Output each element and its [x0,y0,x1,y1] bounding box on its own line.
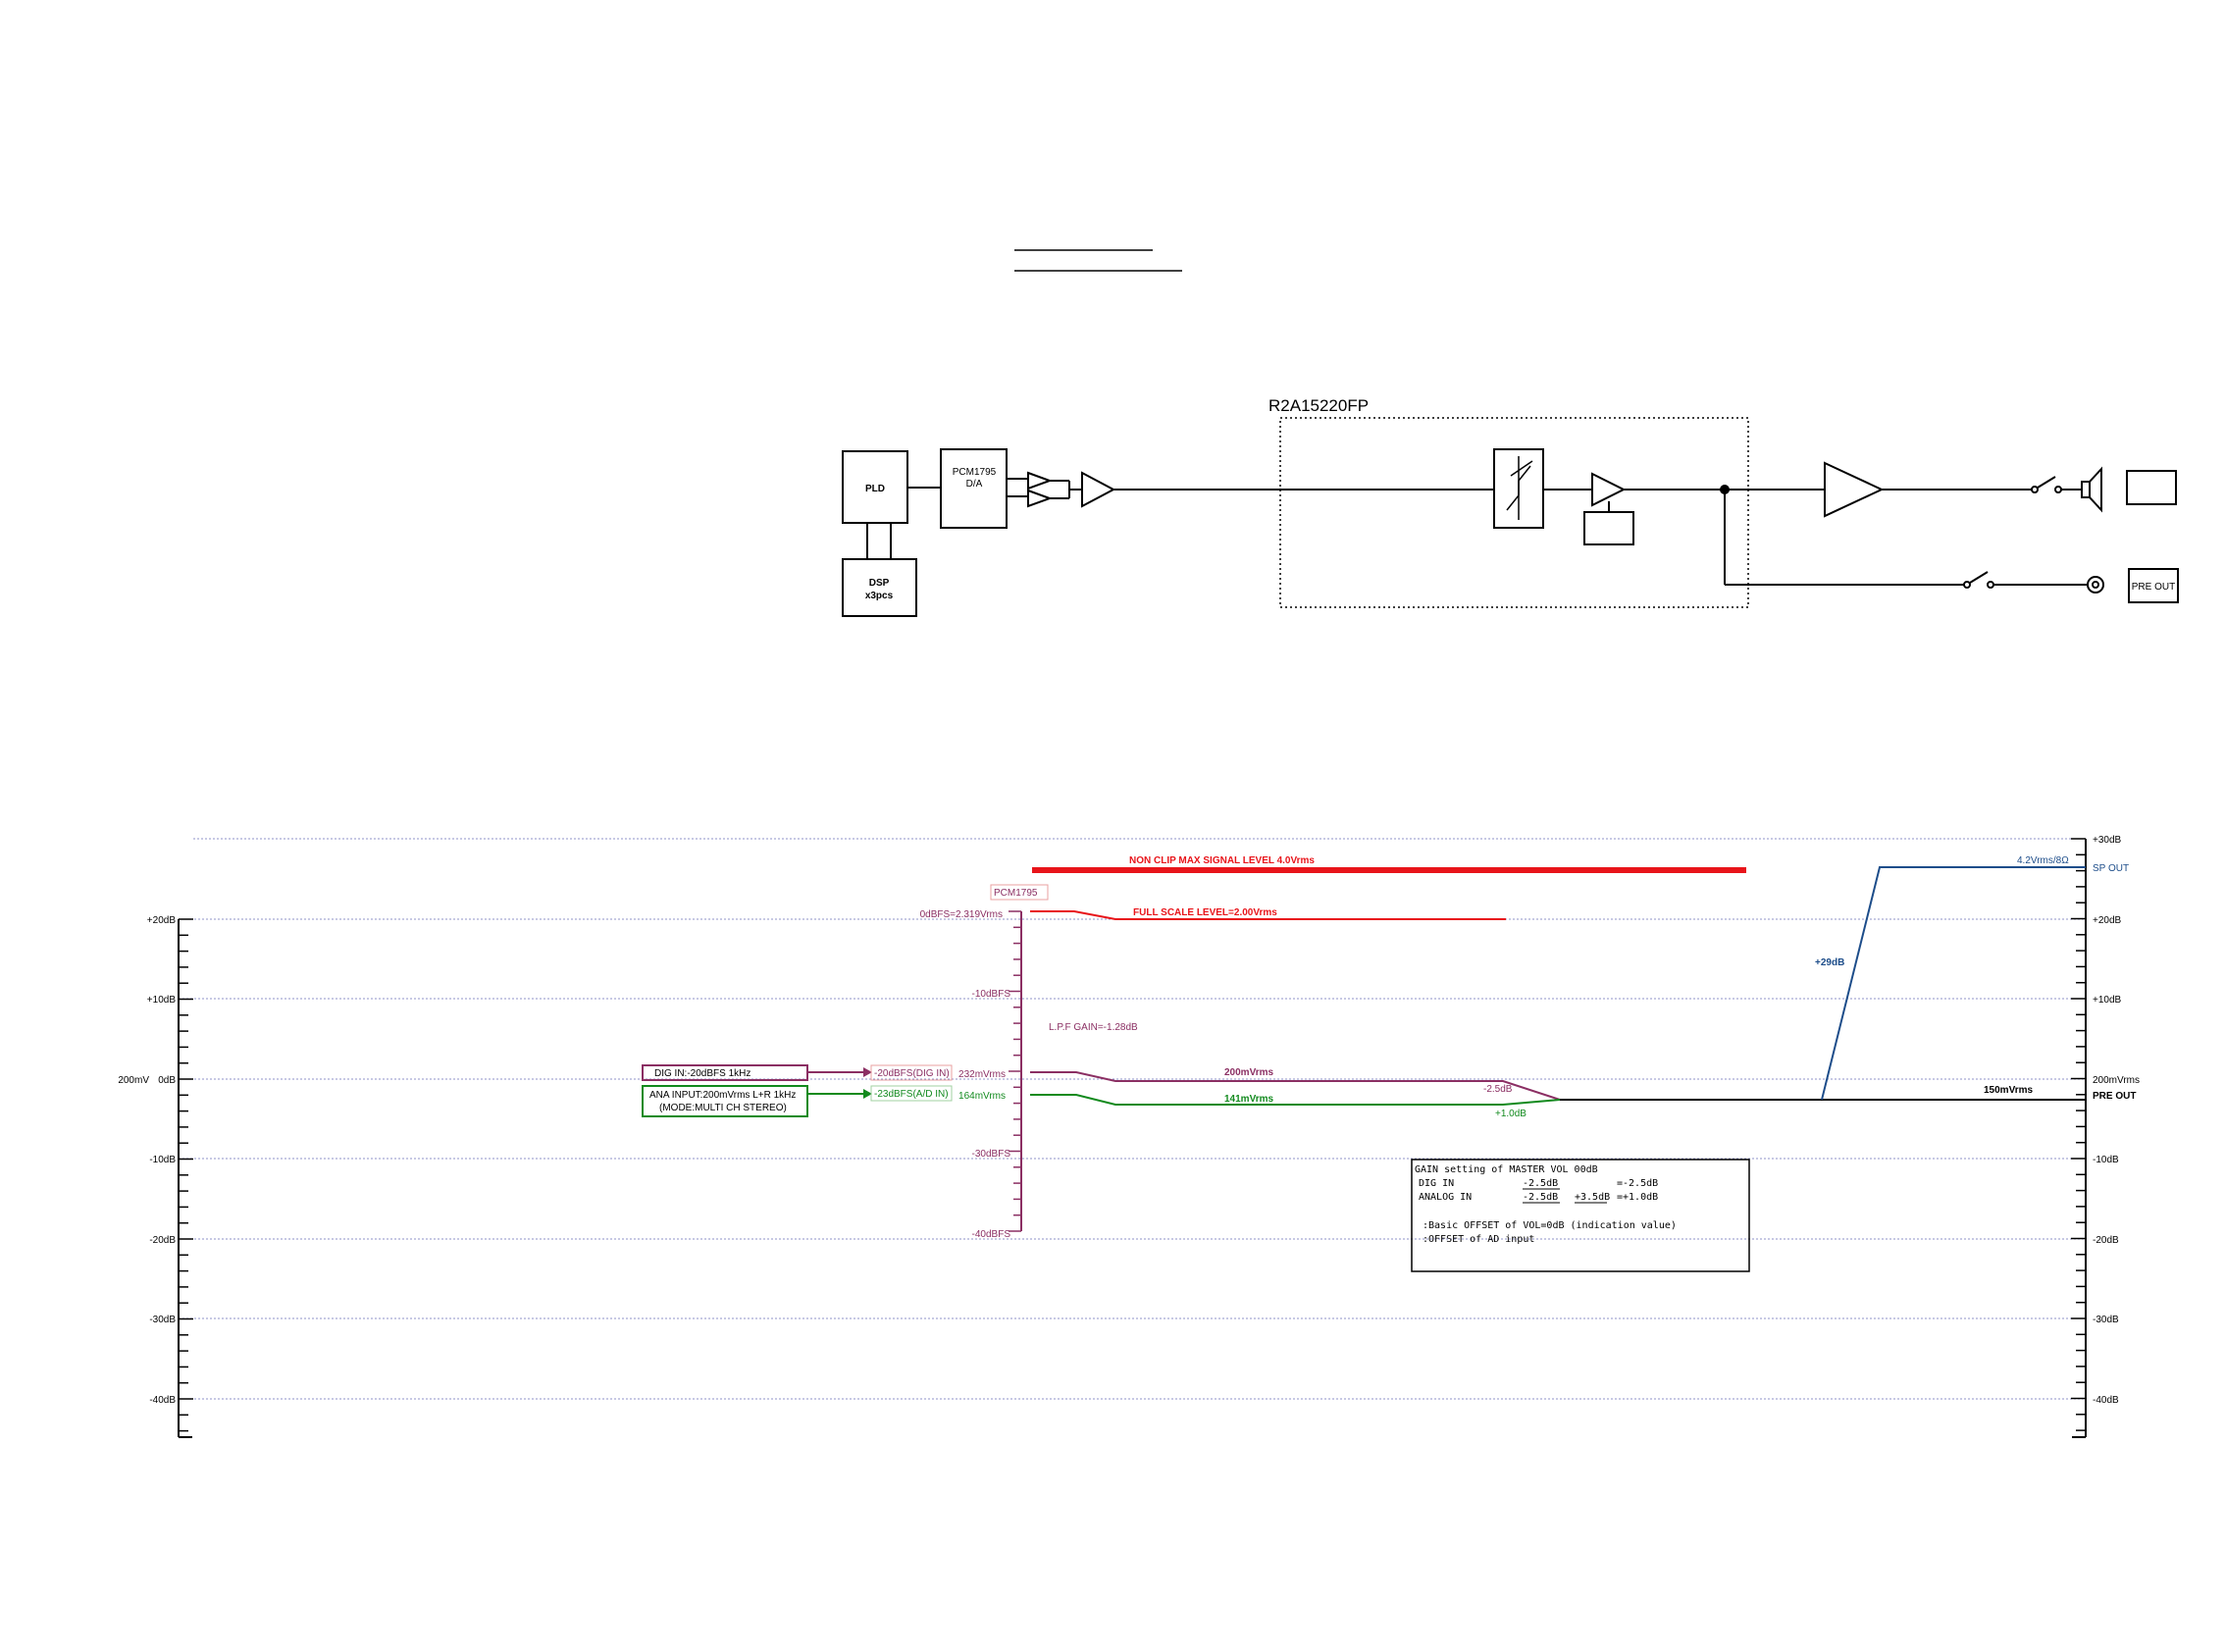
right-axis [2071,838,2087,1438]
diff-buffer-icon-2 [1027,489,1053,508]
minus25-label: -2.5dB [1483,1084,1513,1095]
gain-box-dig-label: DIG IN [1419,1178,1454,1189]
right-preout-label: PRE OUT [2093,1091,2136,1102]
left-ref-label: 200mV [118,1075,149,1086]
gridlines [179,838,2085,1400]
gain-box-ana-v2: +3.5dB [1575,1192,1610,1203]
left-tick: +20dB [147,915,177,926]
ana-in-tag-box [870,1085,953,1102]
ic-box [1279,417,1749,608]
gain-setting-box: GAIN setting of MASTER VOL 00dB DIG IN -… [1411,1159,1750,1272]
right-tick: -40dB [2093,1395,2119,1406]
right-ref-label: 200mVrms [2093,1075,2140,1086]
right-tick-labels: +30dB +20dB +10dB -10dB -20dB -30dB -40d… [2093,835,2140,1406]
sp-out-box [2126,470,2177,505]
v42-label: 4.2Vrms/8Ω [2017,855,2069,866]
gain-box-note-2: :OFFSET of AD input [1423,1234,1534,1245]
gain-box-ana-res: =+1.0dB [1617,1192,1658,1203]
ana-in-tag: -23dBFS(A/D IN) [874,1089,949,1100]
gain-box-ana-v1: -2.5dB [1523,1192,1558,1203]
ana-arrow-icon [863,1089,872,1099]
pre-switch-icon [1969,571,1989,584]
lpf-amp-icon [1081,471,1116,508]
spout-trace [1821,866,2086,1101]
pcm-label-1: PCM1795 [953,467,997,478]
power-amp-icon [1824,461,1885,518]
pcm-tick: -30dBFS [972,1149,1011,1160]
signal-traces [1030,866,2086,1106]
left-tick: 0dB [158,1075,176,1086]
lpf-gain-label: L.P.F GAIN=-1.28dB [1049,1022,1138,1033]
non-clip-label: NON CLIP MAX SIGNAL LEVEL 4.0Vrms [1129,855,1315,866]
gain-box-frame [1411,1159,1750,1272]
left-tick: +10dB [147,995,177,1006]
pld-label: PLD [865,484,885,494]
ana-in-text-1: ANA INPUT:200mVrms L+R 1kHz [649,1090,796,1101]
pcm-scale-labels: PCM1795 0dBFS=2.319Vrms -10dBFS -30dBFS … [920,884,1049,1240]
dig-in-tag: -20dBFS(DIG IN) [874,1068,950,1079]
dsp-label-2: x3pcs [865,591,894,601]
pcm-164-label: 164mVrms [958,1091,1006,1102]
ic-name: R2A15220FP [1268,396,1369,415]
right-tick: -20dB [2093,1235,2119,1246]
right-tick: +30dB [2093,835,2122,846]
right-tick: -10dB [2093,1155,2119,1165]
ana-in-box [642,1085,808,1117]
left-axis [178,918,193,1438]
diff-buffer-icon [1027,471,1053,490]
full-scale-trace [1030,910,1506,920]
left-tick: -20dB [149,1235,176,1246]
trace-labels: NON CLIP MAX SIGNAL LEVEL 4.0Vrms FULL S… [1049,855,2069,1119]
dig-arrow-icon [863,1067,872,1077]
dsp-label-1: DSP [869,578,890,589]
pcm-232-label: 232mVrms [958,1069,1006,1080]
pre-out-box [2128,568,2179,603]
dig-trace [1030,1071,1822,1101]
right-tick: +10dB [2093,995,2122,1006]
gain-box-title: GAIN setting of MASTER VOL 00dB [1415,1164,1598,1175]
sp-switch-icon [2037,476,2056,489]
pcm-label-box [990,884,1049,901]
input-boxes: DIG IN:-20dBFS 1kHz ANA INPUT:200mVrms L… [642,1064,953,1117]
volume-amp-icon [1591,472,1627,507]
pcm-tick: -40dBFS [972,1229,1011,1240]
pcm-axis [1009,910,1022,1232]
pcm-label-2: D/A [966,479,983,490]
gain29-label: +29dB [1815,957,1844,968]
pcm-axis-title: PCM1795 [994,888,1038,899]
block-diagram [842,417,2179,617]
left-tick: -40dB [149,1395,176,1406]
right-tick: -30dB [2093,1315,2119,1325]
pre-out-label: PRE OUT [2132,582,2175,593]
left-tick: -10dB [149,1155,176,1165]
gain-block [1583,511,1634,545]
v141-label: 141mVrms [1224,1094,1273,1105]
speaker-icon [2081,481,2091,498]
ana-trace [1030,1094,1561,1106]
v150-label: 150mVrms [1984,1085,2033,1096]
ana-in-text-2: (MODE:MULTI CH STEREO) [659,1103,787,1113]
right-spout-label: SP OUT [2093,863,2129,874]
left-tick: -30dB [149,1315,176,1325]
gain-box-note-1: :Basic OFFSET of VOL=0dB (indication val… [1423,1220,1677,1231]
gain-box-ana-label: ANALOG IN [1419,1192,1472,1203]
pcm-tick: -10dBFS [972,989,1011,1000]
dsp-block [842,558,917,617]
pcm-tick: 0dBFS=2.319Vrms [920,909,1003,920]
dig-in-text: DIG IN:-20dBFS 1kHz [654,1068,750,1079]
v200-label: 200mVrms [1224,1067,1273,1078]
full-scale-label: FULL SCALE LEVEL=2.00Vrms [1133,907,1277,918]
gain-box-dig-res: =-2.5dB [1617,1178,1658,1189]
rca-jack-icon [2087,576,2104,594]
left-tick-labels: +20dB +10dB 0dB -10dB -20dB -30dB -40dB … [118,915,176,1406]
plus10-label: +1.0dB [1495,1109,1526,1119]
right-tick: +20dB [2093,915,2122,926]
dig-in-tag-box [870,1064,953,1081]
gain-box-dig-v1: -2.5dB [1523,1178,1558,1189]
